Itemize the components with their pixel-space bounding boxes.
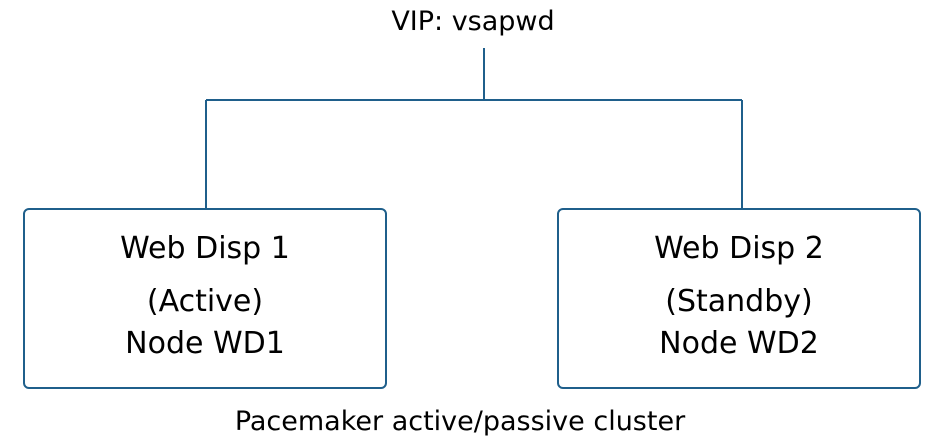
node-state: (Active) bbox=[146, 284, 264, 319]
vip-label: VIP: vsapwd bbox=[391, 6, 555, 37]
node-title: Web Disp 2 bbox=[654, 231, 824, 266]
cluster-caption: Pacemaker active/passive cluster bbox=[234, 406, 686, 437]
node-host: Node WD2 bbox=[659, 326, 819, 361]
node-state: (Standby) bbox=[665, 284, 813, 319]
web-dispatcher-2-node: Web Disp 2 (Standby) Node WD2 bbox=[557, 208, 921, 389]
node-host: Node WD1 bbox=[125, 326, 285, 361]
web-dispatcher-1-node: Web Disp 1 (Active) Node WD1 bbox=[23, 208, 387, 389]
node-title: Web Disp 1 bbox=[120, 231, 290, 266]
